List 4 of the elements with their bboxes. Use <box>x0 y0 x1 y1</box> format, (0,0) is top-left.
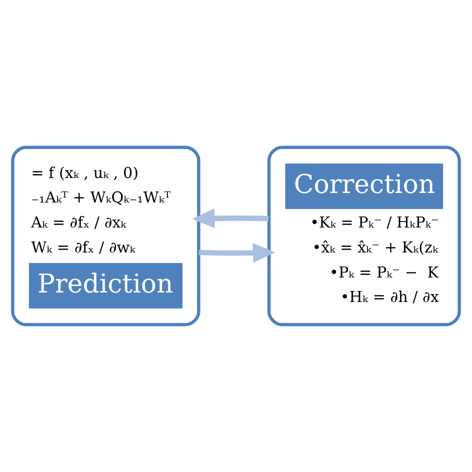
node-box: = f (xₖ , uₖ , 0) ₋₁Aₖᵀ + WₖQₖ₋₁Wₖᵀ Aₖ = ∂fₓ / ∂xₖ Wₖ = ∂fₓ / ∂wₖ Prediction <box>11 146 200 326</box>
node-box: Correction •Kₖ = Pₖ⁻ / HₖPₖ⁻ •x̂ₖ = x̂ₖ⁻ + Kₖ(zₖ •Pₖ = Pₖ⁻ − K •Hₖ = ∂h / ∂x <box>267 146 461 326</box>
arrow <box>192 208 269 228</box>
arrow <box>198 243 276 263</box>
